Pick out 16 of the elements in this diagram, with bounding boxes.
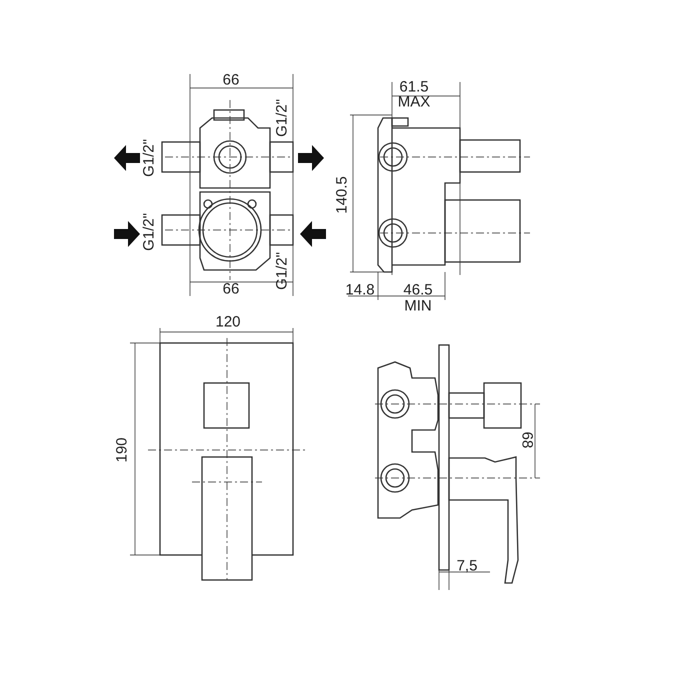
thread-size-label: G1/2" (274, 99, 290, 137)
thread-size-label: G1/2" (142, 139, 156, 177)
dimension-label: 7,5 (456, 558, 478, 574)
dimension-label: 66 (222, 282, 240, 296)
thread-size-label: G1/2" (142, 213, 156, 251)
dimension-label: 14.8 (345, 282, 375, 298)
dimension-label: 120 (215, 314, 241, 330)
thread-size-label: G1/2" (274, 252, 290, 290)
dimension-note: MAX (398, 94, 430, 110)
dimension-label: 190 (114, 437, 130, 463)
dimension-label: 66 (222, 72, 240, 88)
dimension-note: MIN (404, 298, 432, 314)
dimension-label: 46.5 (403, 282, 433, 298)
dimension-label: 68 (520, 432, 534, 448)
dimension-label: 61.5 (399, 80, 429, 94)
dimension-label: 140.5 (334, 176, 350, 214)
